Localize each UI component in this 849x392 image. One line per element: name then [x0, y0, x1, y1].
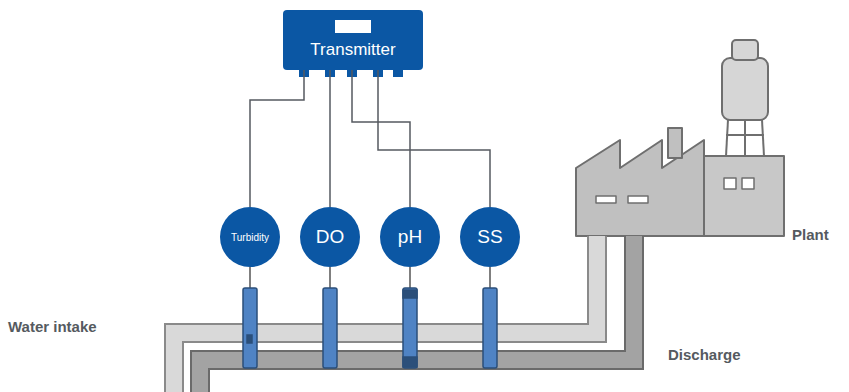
plant-label: Plant [792, 226, 829, 243]
sensor-circle: DO [300, 207, 360, 267]
signal-wire [378, 70, 490, 207]
pipe-label: Discharge [668, 346, 741, 363]
sensor-cable [250, 267, 490, 288]
signal-wire [352, 70, 410, 207]
device-name: Transmitter [310, 40, 395, 60]
sensor-name: pH [398, 226, 422, 248]
sensor-name: Turbidity [231, 232, 269, 243]
sensor-circle: Turbidity [220, 207, 280, 267]
signal-wire [329, 70, 331, 207]
transmitter-box: Transmitter [283, 10, 423, 70]
sensor-circle: SS [460, 207, 520, 267]
sensor-probe [243, 288, 497, 368]
sensor-name: DO [316, 226, 345, 248]
sensor-circle: pH [380, 207, 440, 267]
plant-building [576, 40, 784, 236]
sensor-name: SS [477, 226, 502, 248]
signal-wire [250, 70, 304, 207]
display-window [335, 20, 371, 33]
pipe-label: Water intake [8, 318, 97, 335]
